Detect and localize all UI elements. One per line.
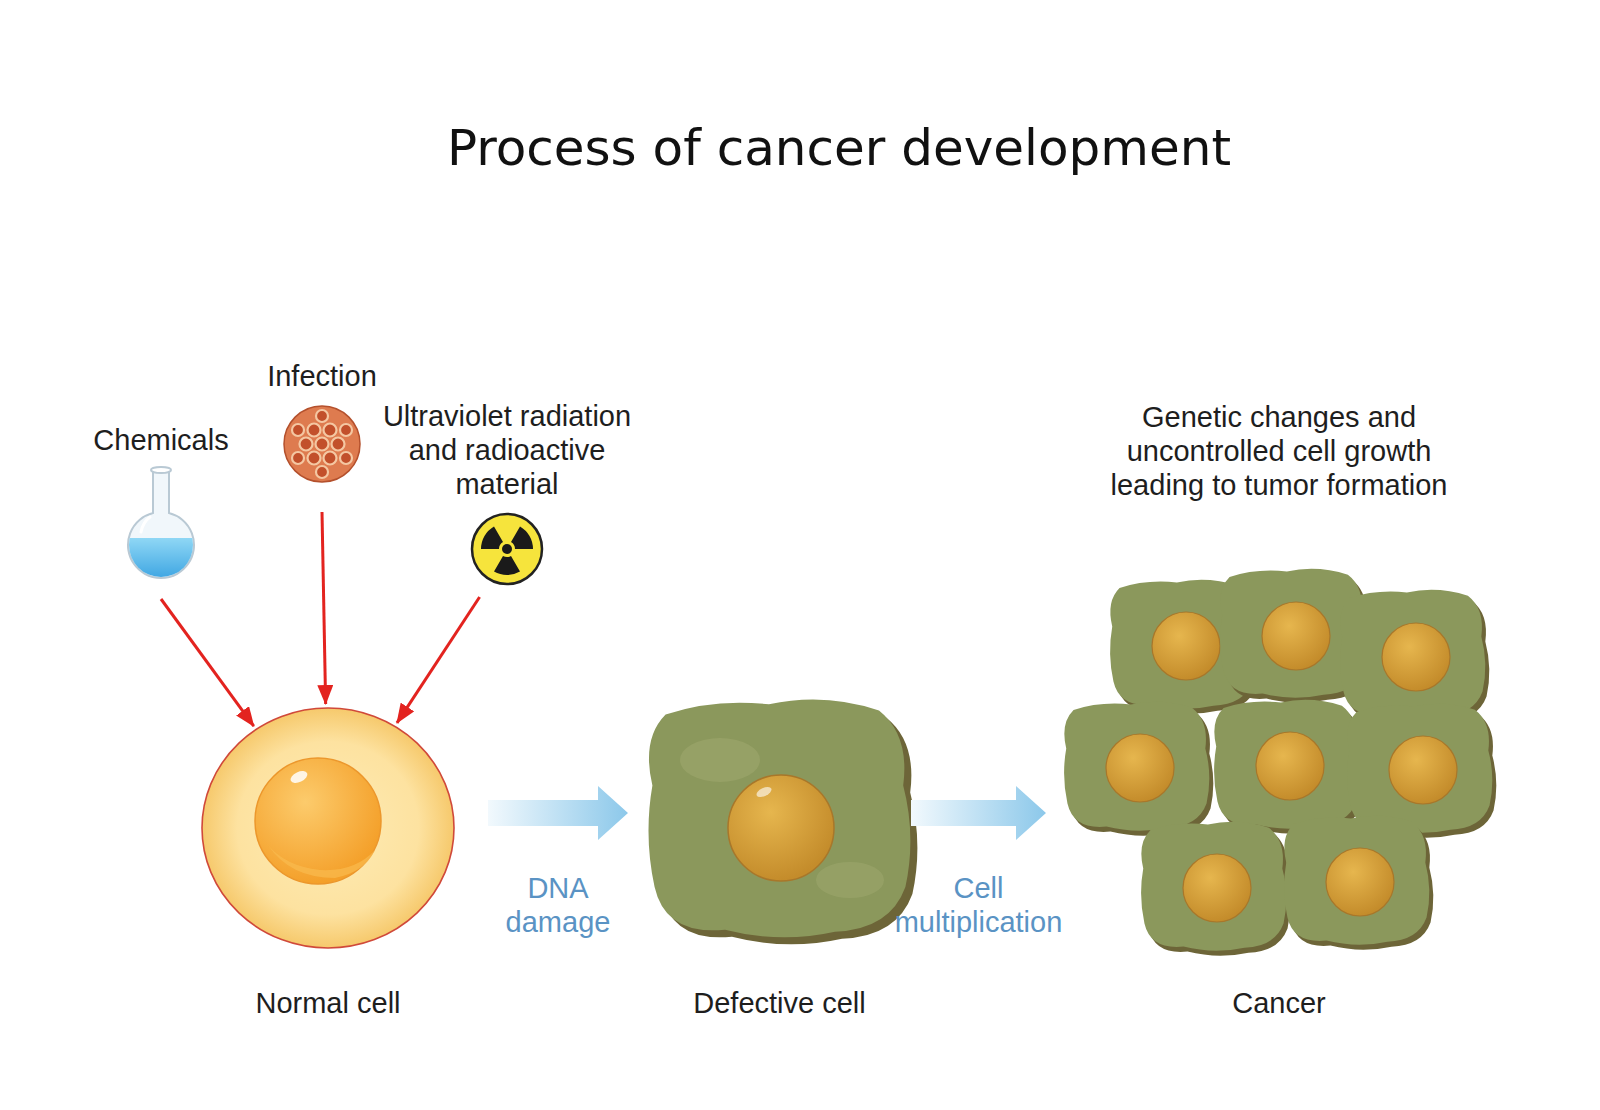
nucleus-highlight [755,785,773,799]
description-text: Genetic changes and uncontrolled cell gr… [1104,400,1454,502]
virus-body [284,406,360,482]
cancer-cell [1064,702,1213,836]
virus-capsomeres [292,410,352,478]
cause-item: Ultraviolet radiation and radioactive ma… [370,399,644,593]
cause-item: Infection [253,359,391,494]
node-label: Chemicals [82,423,240,457]
radiation-trefoil [474,526,533,582]
edge-label: Cell multiplication [881,871,1076,939]
process-arrow [488,786,628,840]
normal-cell [202,708,454,948]
flask-icon [120,467,202,588]
node-label: Infection [253,359,391,393]
radiation-symbol [472,514,542,584]
cell-texture [816,862,884,898]
nucleus-highlight [289,769,310,786]
cancer-cell [1340,590,1489,724]
process-arrow [911,786,1046,840]
node-label: Normal cell [178,986,478,1020]
cause-arrow [397,597,480,723]
tumor-cluster [1064,569,1496,956]
cause-arrow [322,512,326,704]
flask-rim [151,467,171,473]
diagram-title: Process of cancer development [339,118,1339,178]
cell-membrane [202,708,454,948]
cell-stage: Normal cell [202,708,454,948]
cell-stage: Genetic changes and uncontrolled cell gr… [1066,556,1492,944]
cancer-cell [1141,822,1290,956]
cause-item: Chemicals [82,423,240,593]
cell-body [648,699,910,937]
node-label: Defective cell [630,986,930,1020]
node-label: Ultraviolet radiation and radioactive ma… [376,399,638,501]
virus-icon [284,406,360,482]
flask-shine [141,517,150,532]
node-label: Cancer [1129,986,1429,1020]
cell-stage: Defective cell [651,694,908,938]
cell-texture [680,738,760,782]
radiation-disc [472,514,542,584]
cell-nucleus [255,758,381,884]
cancer-cell [1284,816,1433,950]
cancer-cell [1214,700,1363,834]
defective-cell [648,699,917,944]
cell-nucleus [728,775,834,881]
flask-liquid [120,538,202,588]
nucleus-shade [268,845,375,878]
cause-arrow [161,599,254,726]
edge-label: DNA damage [488,871,628,939]
